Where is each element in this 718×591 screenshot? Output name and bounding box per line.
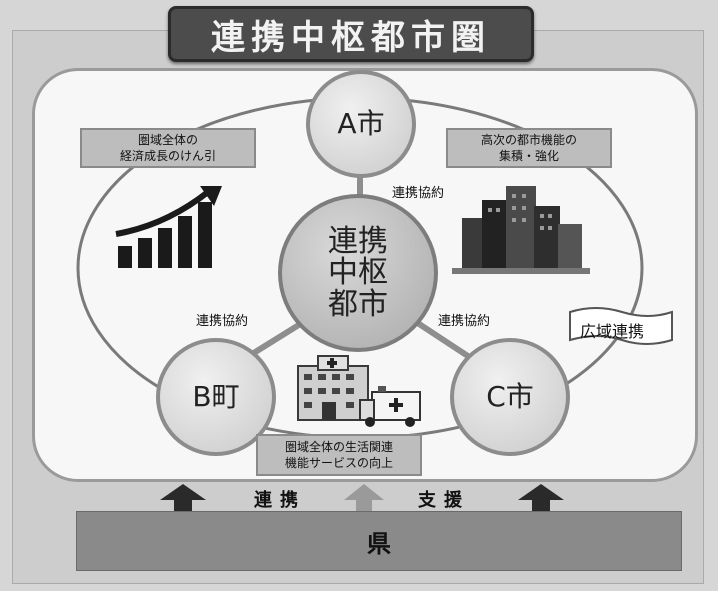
up-arrow-middle-icon xyxy=(344,484,384,514)
hospital-ambulance-icon xyxy=(297,355,421,427)
node-hub-city: 連携 中枢 都市 xyxy=(278,194,438,352)
node-c-city: C市 xyxy=(450,338,570,456)
bar-chart-icon xyxy=(115,186,222,268)
box-economic-growth: 圏域全体の 経済成長のけん引 xyxy=(80,128,256,168)
diagram-title: 連携中枢都市圏 xyxy=(168,6,534,62)
city-buildings-icon xyxy=(452,186,590,274)
node-a-label: A市 xyxy=(337,107,385,141)
prefecture-bar: 県 xyxy=(76,511,682,571)
node-c-label: C市 xyxy=(486,380,534,414)
node-a-city: A市 xyxy=(306,70,416,178)
wide-area-flag xyxy=(569,307,673,345)
link-label-left: 連携協約 xyxy=(196,314,249,329)
up-arrow-right-icon xyxy=(518,484,564,514)
link-label-top: 連携協約 xyxy=(392,186,445,201)
arrow-label-support: 支援 xyxy=(418,490,470,511)
box-urban-functions: 高次の都市機能の 集積・強化 xyxy=(446,128,612,168)
wide-area-label: 広域連携 xyxy=(580,322,645,341)
up-arrow-left-icon xyxy=(160,484,206,514)
link-label-right: 連携協約 xyxy=(438,314,491,329)
arrow-label-cooperation: 連携 xyxy=(254,490,306,511)
node-b-label: B町 xyxy=(192,380,240,414)
box-life-services: 圏域全体の生活関連 機能サービスの向上 xyxy=(256,434,422,476)
hub-label: 連携 中枢 都市 xyxy=(328,223,388,322)
